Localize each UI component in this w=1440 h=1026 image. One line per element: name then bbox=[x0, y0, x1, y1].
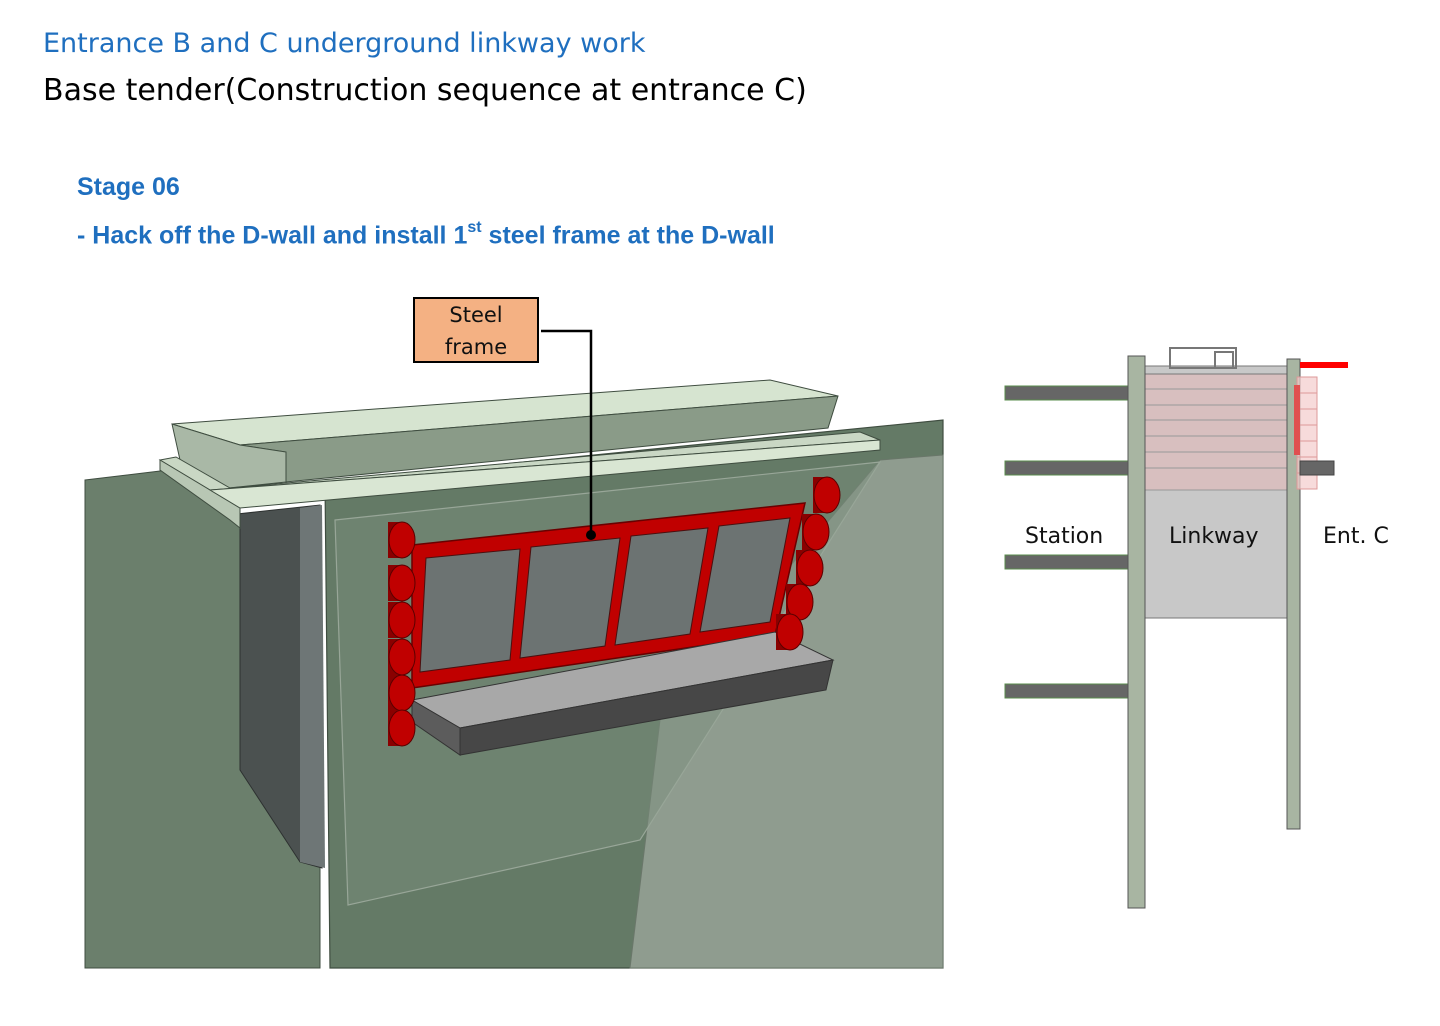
d-wall-station bbox=[1127, 355, 1146, 909]
document-subtitle: Base tender(Construction sequence at ent… bbox=[43, 73, 807, 108]
callout-leader-line bbox=[541, 329, 593, 535]
secant-pile-face bbox=[388, 601, 416, 639]
document-title: Entrance B and C underground linkway wor… bbox=[43, 28, 646, 59]
secant-piles-right bbox=[776, 476, 841, 651]
pier-face bbox=[300, 505, 325, 868]
base-slab-face bbox=[459, 659, 834, 756]
secant-pile-face bbox=[776, 613, 804, 651]
secant-piles-left bbox=[388, 521, 416, 747]
strut-level-4 bbox=[1004, 683, 1130, 699]
stage-description-superscript: st bbox=[467, 219, 482, 236]
hacked-zone bbox=[1144, 371, 1288, 491]
ground-level-marker bbox=[1300, 362, 1348, 368]
capping-beam-ledge bbox=[208, 439, 881, 509]
secant-pile-face bbox=[388, 521, 416, 559]
section-secant-piles bbox=[1296, 376, 1318, 490]
linkway-roof bbox=[1144, 365, 1288, 375]
stage-description-suffix: steel frame at the D-wall bbox=[481, 221, 775, 250]
d-wall-light-region bbox=[629, 454, 944, 969]
section-steel-frame bbox=[1294, 385, 1300, 455]
strut-entrance bbox=[1299, 460, 1335, 476]
secant-pile-face bbox=[388, 564, 416, 602]
strut-level-1 bbox=[1004, 385, 1130, 401]
frame-pane-4 bbox=[699, 517, 791, 633]
d-wall-entrance bbox=[1286, 358, 1301, 830]
secant-pile-face bbox=[796, 549, 824, 587]
strut-level-3 bbox=[1004, 554, 1130, 570]
secant-pile-face bbox=[813, 476, 841, 514]
frame-pane-3 bbox=[614, 527, 709, 646]
frame-pane-1 bbox=[419, 548, 521, 673]
strut-level-2 bbox=[1004, 460, 1130, 476]
isometric-view bbox=[84, 329, 944, 969]
secant-pile-face bbox=[802, 513, 830, 551]
secant-pile-face bbox=[388, 674, 416, 712]
label-station: Station bbox=[1025, 524, 1104, 549]
stage-title: Stage 06 bbox=[77, 173, 180, 201]
steel-frame-callout: Steel frame bbox=[413, 297, 539, 363]
secant-pile-face bbox=[388, 638, 416, 676]
stage-description: - Hack off the D-wall and install 1st st… bbox=[77, 219, 775, 250]
roof-fixture-1 bbox=[1169, 347, 1237, 369]
roof-fixture-2 bbox=[1214, 351, 1234, 369]
secant-pile-face bbox=[388, 709, 416, 747]
linkway-box bbox=[1144, 371, 1288, 619]
frame-pane-2 bbox=[519, 537, 621, 659]
stage-description-prefix: - Hack off the D-wall and install 1 bbox=[77, 221, 468, 250]
label-linkway: Linkway bbox=[1169, 524, 1259, 549]
callout-leader-dot bbox=[586, 530, 596, 540]
hacked-zone-lines bbox=[1145, 388, 1287, 469]
label-entrance-c: Ent. C bbox=[1323, 524, 1389, 549]
